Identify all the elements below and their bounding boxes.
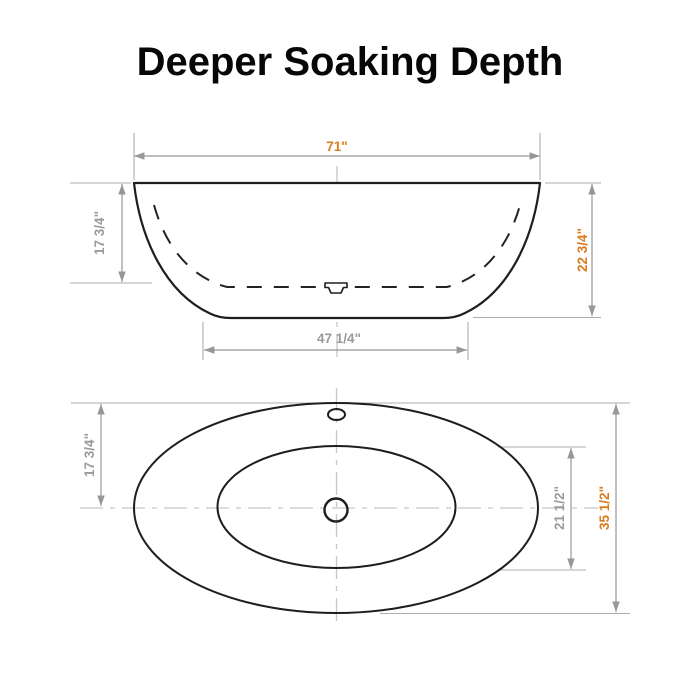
dimension-inner-width: 21 1/2" [552, 448, 575, 569]
page-title: Deeper Soaking Depth [136, 40, 564, 84]
dimension-soaking-depth: 17 3/4" [92, 184, 126, 282]
dimension-overall-height: 22 3/4" [575, 184, 596, 316]
dim-label-soaking-depth: 17 3/4" [92, 211, 107, 255]
dim-label-overall-height: 22 3/4" [575, 228, 590, 272]
dim-label-inner-width: 21 1/2" [552, 486, 567, 530]
dimension-overall-width: 35 1/2" [597, 404, 620, 612]
side-view: 71" 17 3/4" 22 3/4" 47 1/4" [70, 133, 601, 360]
tub-inner-basin [216, 445, 457, 569]
dimension-overall-length: 71" [134, 139, 540, 160]
dim-label-base-length: 47 1/4" [317, 331, 361, 346]
drain-side-icon [324, 282, 348, 294]
dim-label-overall-width: 35 1/2" [597, 486, 612, 530]
top-view: 17 3/4" 21 1/2" 35 1/2" [71, 388, 630, 628]
drain-icon [323, 497, 349, 523]
dimension-rim-to-center: 17 3/4" [82, 404, 105, 506]
tub-outer-rim [133, 402, 539, 614]
dim-label-rim-to-center: 17 3/4" [82, 433, 97, 477]
overflow-hole-icon [327, 408, 346, 421]
tub-side-outline [132, 181, 542, 320]
dim-label-overall-length: 71" [326, 139, 347, 154]
dimension-base-length: 47 1/4" [204, 331, 467, 354]
